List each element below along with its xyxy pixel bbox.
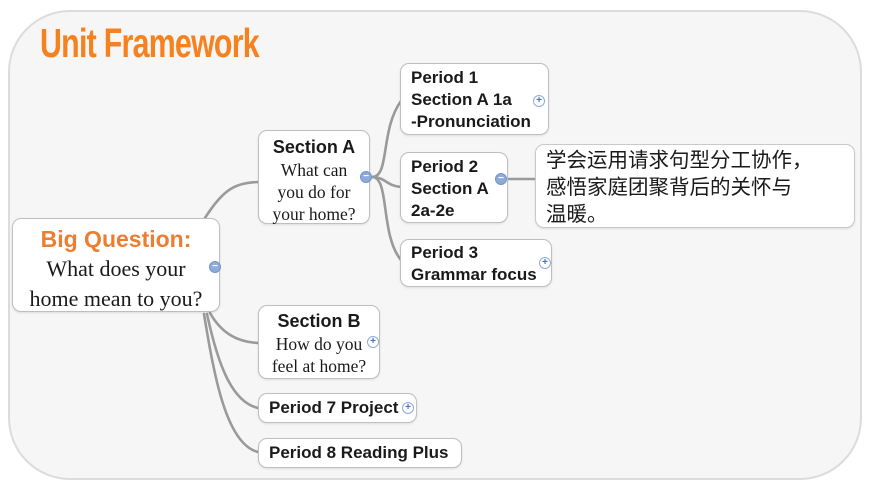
period-1-line: Section A 1a (411, 90, 512, 109)
period-2-line: 2a-2e (411, 201, 455, 220)
node-period-1[interactable]: Period 1 Section A 1a -Pronunciation (400, 63, 549, 135)
period-1-line: Period 1 (411, 68, 479, 87)
expand-toggle-icon[interactable]: + (402, 402, 414, 414)
period-2-line: Period 2 (411, 157, 479, 176)
collapse-toggle-icon[interactable]: − (495, 173, 507, 185)
big-question-line: What does your (46, 256, 186, 281)
note-line: 感悟家庭团聚背后的关怀与 (546, 176, 792, 199)
big-question-heading: Big Question: (40, 226, 192, 252)
period-7-label: Period 7 Project (269, 398, 399, 417)
period-3-line: Period 3 (411, 243, 479, 262)
section-a-line: you do for (277, 182, 351, 202)
section-b-heading: Section B (277, 311, 361, 331)
expand-toggle-icon[interactable]: + (367, 336, 379, 348)
big-question-line: home mean to you? (29, 286, 203, 311)
node-section-a[interactable]: Section A What can you do for your home? (258, 130, 370, 224)
section-b-line: How do you (275, 334, 363, 354)
section-a-line: your home? (272, 204, 356, 224)
slide-title: Unit Framework (40, 20, 260, 66)
expand-toggle-icon[interactable]: + (533, 95, 545, 107)
note-line: 温暖。 (546, 203, 608, 226)
section-a-heading: Section A (272, 137, 356, 157)
collapse-toggle-icon[interactable]: − (360, 171, 372, 183)
period-2-line: Section A (411, 179, 489, 198)
node-period-7[interactable]: Period 7 Project (258, 393, 417, 423)
node-section-b[interactable]: Section B How do you feel at home? (258, 305, 380, 379)
period-3-line: Grammar focus (411, 265, 537, 284)
period-8-label: Period 8 Reading Plus (269, 443, 449, 462)
node-period-2[interactable]: Period 2 Section A 2a-2e (400, 152, 508, 223)
section-a-line: What can (280, 160, 348, 180)
node-period-8[interactable]: Period 8 Reading Plus (258, 438, 462, 468)
node-period-3[interactable]: Period 3 Grammar focus (400, 239, 552, 287)
node-period-2-note[interactable]: 学会运用请求句型分工协作， 感悟家庭团聚背后的关怀与 温暖。 (535, 144, 855, 228)
note-line: 学会运用请求句型分工协作， (546, 149, 813, 172)
collapse-toggle-icon[interactable]: − (209, 261, 221, 273)
section-b-line: feel at home? (271, 356, 367, 376)
period-1-line: -Pronunciation (411, 112, 531, 131)
expand-toggle-icon[interactable]: + (539, 257, 551, 269)
node-big-question[interactable]: Big Question: What does your home mean t… (12, 218, 220, 312)
